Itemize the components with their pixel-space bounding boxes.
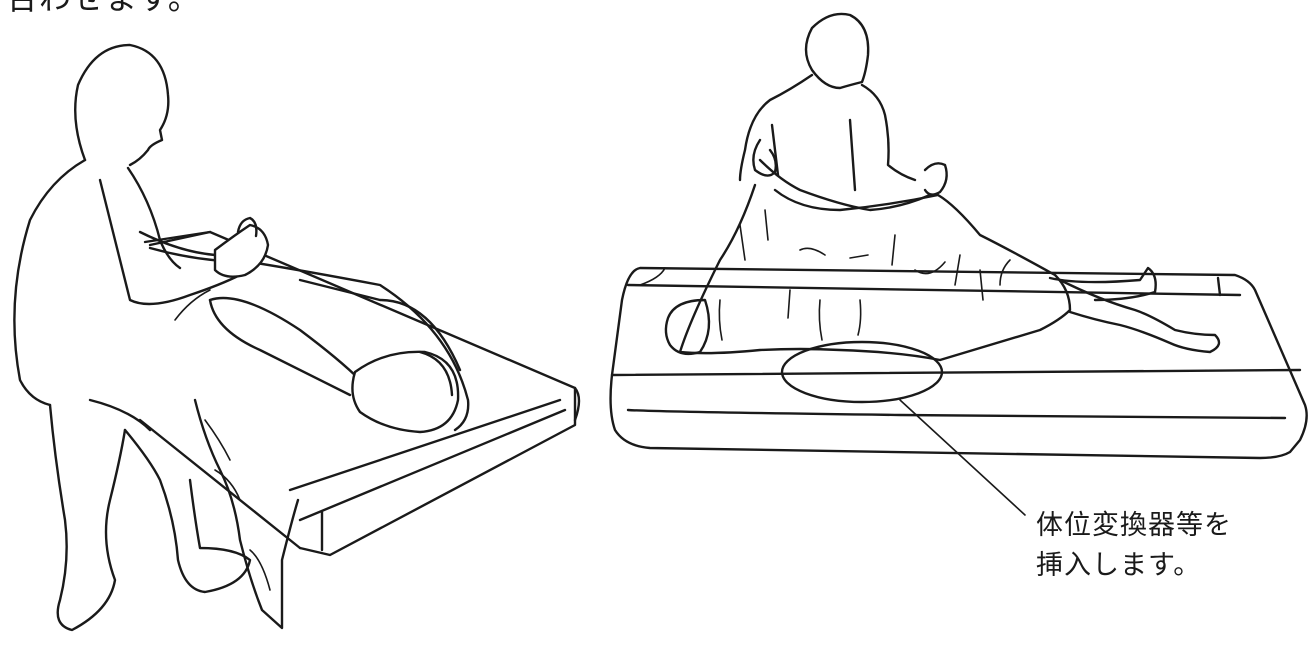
callout-line-1: 体位変換器等を bbox=[1036, 506, 1232, 546]
right-mattress bbox=[611, 268, 1307, 458]
right-caregiver bbox=[740, 14, 947, 210]
callout-text: 体位変換器等を 挿入します。 bbox=[1036, 506, 1232, 586]
callout-line-2: 挿入します。 bbox=[1036, 546, 1232, 586]
